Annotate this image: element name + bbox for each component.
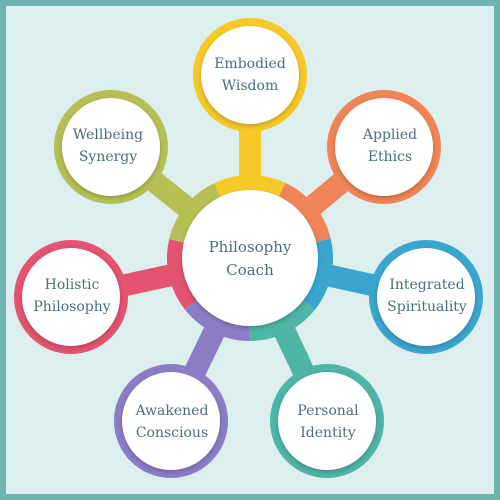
center-label: Philosophy Coach <box>185 236 315 282</box>
node-label-line2: Conscious <box>135 425 209 441</box>
node-circle-applied-ethics <box>335 98 433 196</box>
ring-segment-applied-ethics <box>278 182 331 243</box>
node-label-line1: Applied <box>362 127 418 143</box>
node-circle-awakened-conscious <box>122 372 220 470</box>
node-label-wellbeing-synergy: Wellbeing Synergy <box>53 124 163 168</box>
node-label-line2: Synergy <box>78 149 138 165</box>
node-label-awakened-conscious: Awakened Conscious <box>117 400 227 444</box>
node-label-line2: Identity <box>300 425 356 441</box>
node-label-line2: Wisdom <box>221 78 279 94</box>
ring-segment-awakened-conscious <box>184 299 250 341</box>
node-label-line1: Wellbeing <box>72 127 144 143</box>
node-label-line1: Personal <box>297 403 359 419</box>
node-circle-wellbeing-synergy <box>62 98 160 196</box>
center-label-line2: Coach <box>226 261 274 279</box>
node-label-embodied-wisdom: Embodied Wisdom <box>195 53 305 97</box>
node-label-line2: Spirituality <box>387 299 467 315</box>
node-circle-embodied-wisdom <box>201 26 299 124</box>
node-circle-personal-identity <box>278 372 376 470</box>
center-label-line1: Philosophy <box>208 238 292 256</box>
ring-segment-integrated-spirituality <box>302 238 333 310</box>
node-label-line1: Awakened <box>135 403 209 419</box>
node-label-applied-ethics: Applied Ethics <box>335 124 445 168</box>
node-circle-integrated-spirituality <box>377 248 475 346</box>
ring-segment-embodied-wisdom <box>214 175 286 198</box>
ring-segment-wellbeing-synergy <box>169 183 222 244</box>
node-label-line1: Holistic <box>44 277 100 293</box>
node-label-line2: Ethics <box>367 149 413 165</box>
node-label-line1: Integrated <box>389 277 465 293</box>
center-circle <box>182 190 318 326</box>
node-circle-holistic-philosophy <box>22 248 120 346</box>
node-label-line1: Embodied <box>214 56 286 72</box>
node-label-holistic-philosophy: Holistic Philosophy <box>17 274 127 318</box>
ring-segment-holistic-philosophy <box>167 239 198 310</box>
node-label-personal-identity: Personal Identity <box>273 400 383 444</box>
node-label-integrated-spirituality: Integrated Spirituality <box>372 274 482 318</box>
ring-segment-personal-identity <box>249 299 315 341</box>
node-label-line2: Philosophy <box>33 299 111 315</box>
